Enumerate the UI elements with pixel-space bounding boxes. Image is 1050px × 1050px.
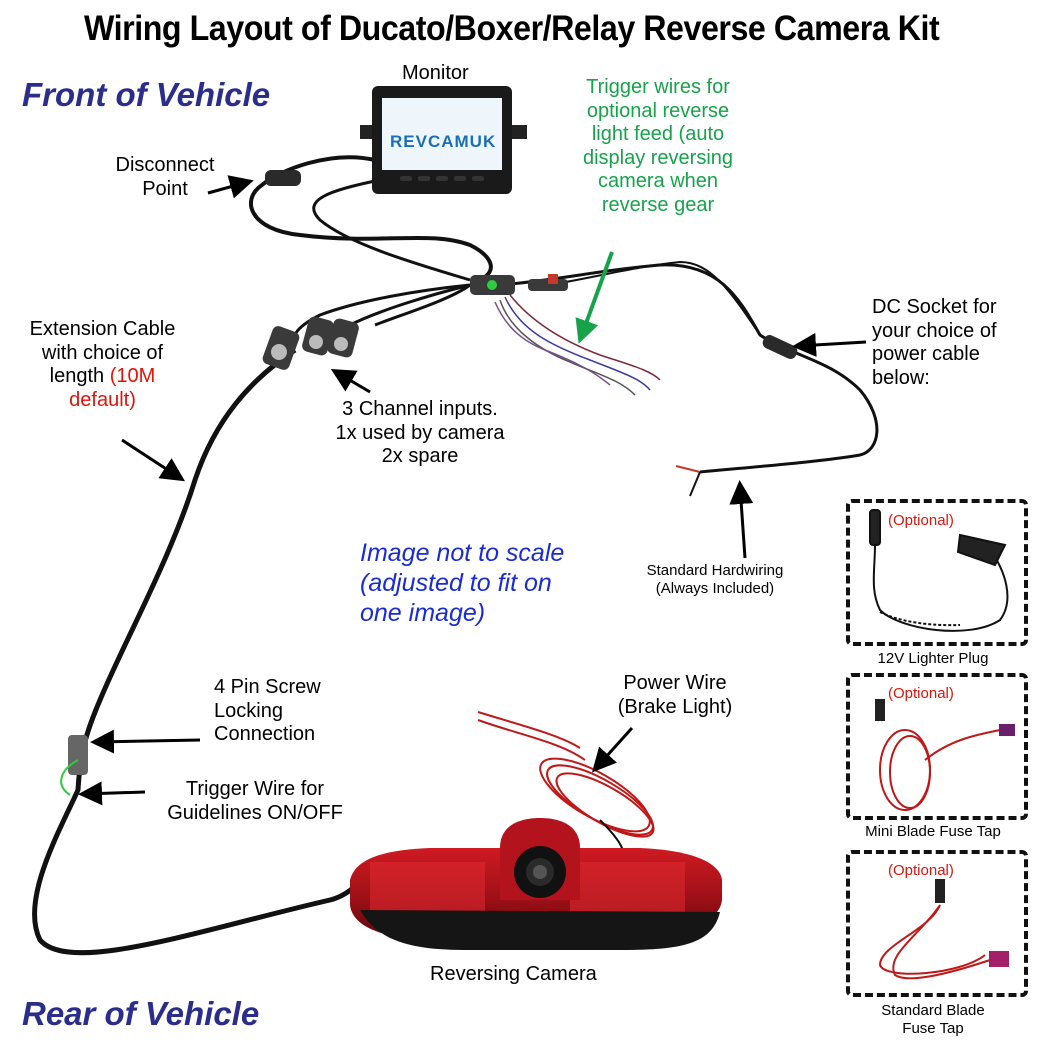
- optional-tag-mini-fuse: (Optional): [888, 685, 954, 702]
- option-box-standard-fuse-tap: [846, 850, 1028, 997]
- dc-socket-label: DC Socket for your choice of power cable…: [872, 296, 997, 389]
- caption-mini-fuse-tap: Mini Blade Fuse Tap: [865, 823, 1001, 840]
- power-wire-coil: [477, 711, 655, 838]
- monitor-icon: [360, 86, 527, 194]
- hardwiring-label: Standard Hardwiring (Always Included): [646, 562, 784, 597]
- monitor-brand: REVCAMUK: [390, 132, 497, 151]
- standard-fuse-tap-icon: [878, 879, 1009, 980]
- extension-cable: [32, 347, 382, 956]
- disconnect-connector: [265, 170, 301, 186]
- screw-lock-connector: [68, 735, 88, 775]
- dc-socket-connector: [762, 335, 798, 359]
- caption-standard-fuse-tap: Standard Blade Fuse Tap: [881, 1002, 985, 1037]
- monitor-label: Monitor: [402, 62, 469, 84]
- page-title: Wiring Layout of Ducato/Boxer/Relay Reve…: [84, 9, 940, 48]
- front-of-vehicle-label: Front of Vehicle: [22, 76, 271, 113]
- option-box-mini-fuse-tap: [846, 673, 1028, 820]
- mini-fuse-tap-icon: [875, 699, 1015, 811]
- trigger-reverse-arrow: [575, 251, 614, 344]
- channel-connectors: [262, 316, 359, 370]
- caption-lighter-plug: 12V Lighter Plug: [877, 650, 989, 667]
- power-cable: [499, 263, 879, 474]
- reversing-camera-label: Reversing Camera: [430, 963, 597, 985]
- disconnect-label: Disconnect Point: [115, 154, 215, 200]
- power-wire-label: Power Wire (Brake Light): [617, 672, 733, 718]
- callout-arrows: [78, 175, 867, 806]
- trigger-guidelines-label: Trigger Wire for Guidelines ON/OFF: [167, 778, 343, 824]
- rear-of-vehicle-label: Rear of Vehicle: [22, 995, 260, 1032]
- trigger-reverse-label: Trigger wires for optional reverse light…: [582, 76, 734, 216]
- reversing-camera-icon: [350, 818, 722, 950]
- lighter-plug-icon: [869, 509, 1009, 632]
- scale-note: Image not to scale (adjusted to fit on o…: [360, 539, 565, 627]
- channel-inputs-label: 3 Channel inputs. 1x used by camera 2x s…: [335, 398, 505, 468]
- screw-lock-label: 4 Pin Screw Locking Connection: [214, 676, 321, 746]
- optional-tag-standard-fuse: (Optional): [888, 862, 954, 879]
- option-box-lighter-plug: [846, 499, 1028, 646]
- monitor-cable: [249, 155, 493, 282]
- extension-cable-label: Extension Cable with choice of length (1…: [29, 318, 176, 411]
- optional-tag-lighter: (Optional): [888, 512, 954, 529]
